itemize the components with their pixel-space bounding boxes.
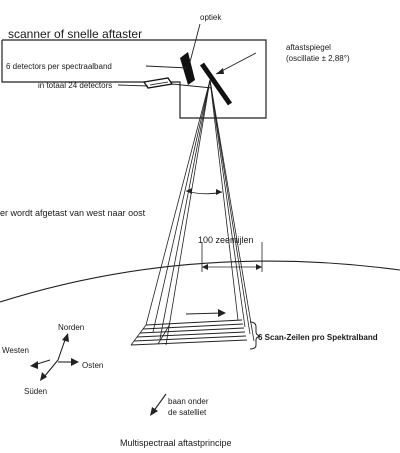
scanner-housing [1,39,267,119]
aftastspiegel-label: aftastspiegel [286,43,331,52]
orbit-label-line2: de satelliet [168,408,207,417]
ground-scan-lines [130,319,248,346]
leader-detectors-total [117,84,149,87]
detector-package [142,77,174,89]
north-arrowhead [62,333,69,342]
scan-lines-brace [249,321,261,350]
east-arrowhead [71,358,79,366]
scan-lines-label: 6 Scan-Zeilen pro Spektralband [258,333,378,342]
compass-south-label: Süden [24,387,48,396]
west-arrowhead [30,361,38,369]
caption: Multispectraal aftastprincipe [120,438,232,448]
compass-east-label: Osten [82,361,104,370]
detectors-total-label: in totaal 24 detectors [38,81,113,90]
compass-west-label: Westen [2,346,29,355]
earth-horizon [0,260,400,303]
leader-optiek [189,23,201,63]
scan-direction-arrow [185,312,223,315]
scanner-label: scanner of snelle aftaster [8,27,143,41]
compass-north-label: Norden [58,323,85,332]
optiek-label: optiek [200,13,222,22]
orbit-track-arrow [152,393,167,413]
south-arrowhead [40,372,47,381]
orbit-label-line1: baan onder [168,397,209,406]
compass [33,336,74,378]
optics-block [180,52,195,85]
oscillatie-label: (oscillatie ± 2,88°) [286,54,350,63]
swath-width-label: 100 zeemijlen [198,235,254,245]
leader-detectors-per-band [145,65,189,69]
scan-direction-label: er wordt afgetast van west naar oost [0,208,146,218]
scan-cone [145,79,255,346]
scan-mirror [199,62,233,106]
detectors-per-band-label: 6 detectors per spectraalband [6,62,112,71]
